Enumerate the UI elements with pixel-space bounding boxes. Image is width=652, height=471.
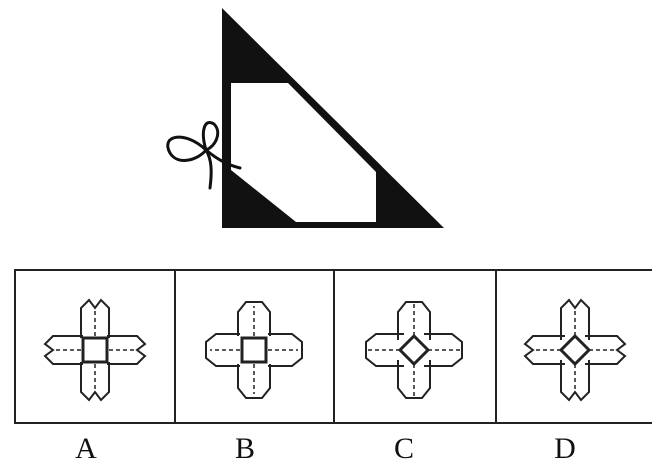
folded-paper-triangle (222, 8, 444, 228)
option-b-figure[interactable] (205, 301, 303, 399)
options-frame (14, 269, 652, 424)
option-c-label[interactable]: C (393, 432, 414, 465)
option-a-label[interactable]: A (75, 432, 97, 465)
option-d-figure[interactable] (523, 298, 627, 402)
option-a-figure[interactable] (43, 298, 147, 402)
ribbon-bow-icon (166, 121, 242, 190)
option-b-label[interactable]: B (234, 432, 255, 465)
option-c-figure[interactable] (365, 301, 463, 399)
option-d-label[interactable]: D (554, 432, 576, 465)
